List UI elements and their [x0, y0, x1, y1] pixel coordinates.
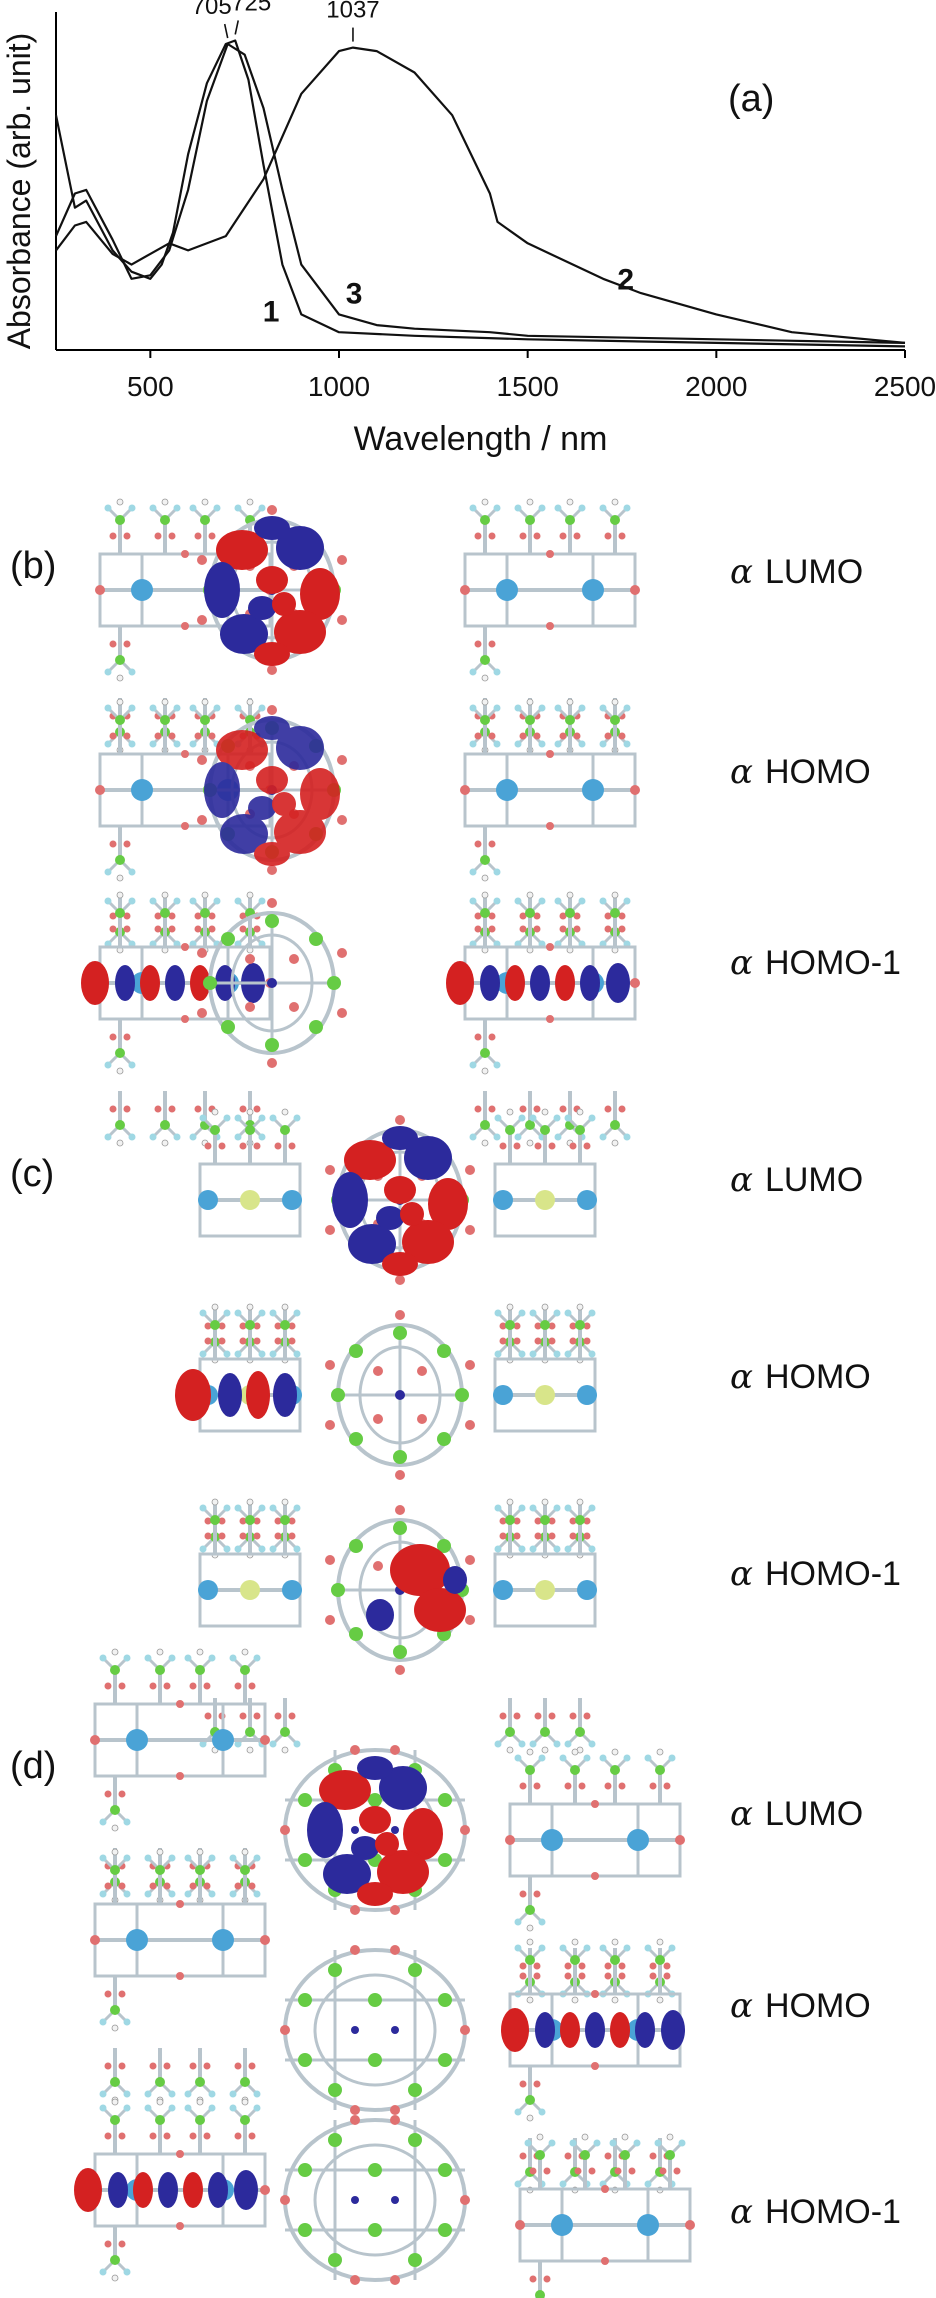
alpha-symbol: α [730, 943, 753, 983]
x-tick-label: 2000 [685, 371, 747, 402]
alpha-symbol: α [730, 2192, 753, 2232]
series-label: 1 [263, 296, 280, 329]
panel-b-label: (b) [10, 545, 57, 587]
orbital-label-d-lumo: α LUMO [730, 1794, 863, 1834]
orbital-name: LUMO [764, 1795, 864, 1833]
orbital-label-c-homo: α HOMO [730, 1357, 871, 1397]
alpha-symbol: α [730, 1986, 753, 2026]
orbital-name: HOMO [764, 753, 871, 791]
x-tick-label: 500 [127, 371, 174, 402]
orbital-label-d-homo-1: α HOMO-1 [730, 2192, 901, 2232]
peak-label: 1037 [326, 0, 379, 24]
peak-marker [223, 23, 229, 39]
alpha-symbol: α [730, 1160, 753, 1200]
peak-label: 725 [231, 0, 271, 16]
orbital-name: LUMO [764, 1161, 864, 1199]
alpha-symbol: α [730, 1357, 753, 1397]
alpha-symbol: α [730, 1794, 753, 1834]
series-label: 2 [617, 264, 634, 297]
molecule-c-homo-1 [198, 1499, 597, 1753]
series-line-2 [55, 46, 906, 344]
orbital-label-d-homo: α HOMO [730, 1986, 871, 2026]
x-tick-label: 1000 [308, 371, 370, 402]
x-axis-label: Wavelength / nm [354, 420, 608, 458]
molecule-c-homo [175, 1304, 597, 1558]
alpha-symbol: α [730, 1554, 753, 1594]
orbital-name: HOMO-1 [764, 2193, 901, 2231]
orbital-label-c-lumo: α LUMO [730, 1160, 863, 1200]
y-axis-label: Absorbance (arb. unit) [1, 33, 37, 350]
orbital-name: HOMO [764, 1987, 871, 2025]
molecule-b-homo-1 [81, 892, 640, 1146]
orbital-name: HOMO-1 [764, 944, 901, 982]
orbital-name: LUMO [764, 553, 864, 591]
x-tick-label: 2500 [874, 371, 936, 402]
orbital-label-b-homo: α HOMO [730, 752, 871, 792]
orbital-label-c-homo-1: α HOMO-1 [730, 1554, 901, 1594]
molecule-d-homo-1 [74, 2099, 695, 2298]
peak-marker [234, 20, 240, 35]
series-line-3 [54, 42, 906, 344]
panel-a-label: (a) [728, 78, 775, 120]
alpha-symbol: α [730, 752, 753, 792]
panel-d-label: (d) [10, 1745, 57, 1787]
molecule-b-lumo [95, 499, 640, 753]
orbital-name: HOMO [764, 1358, 871, 1396]
x-tick-label: 1500 [497, 371, 559, 402]
orbital-label-b-lumo: α LUMO [730, 552, 863, 592]
orbital-label-b-homo-1: α HOMO-1 [730, 943, 901, 983]
peak-label: 705 [192, 0, 232, 20]
orbital-name: HOMO-1 [764, 1555, 901, 1593]
molecule-b-homo [95, 699, 640, 953]
alpha-symbol: α [730, 552, 753, 592]
panel-c-label: (c) [10, 1153, 55, 1195]
series-label: 3 [346, 278, 363, 311]
